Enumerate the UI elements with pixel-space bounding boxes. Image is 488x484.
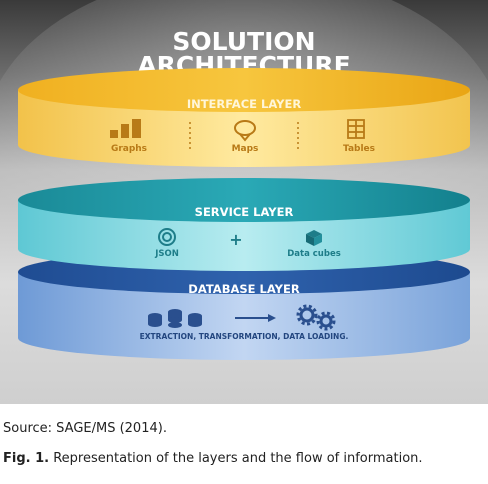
- database-layer-title: DATABASE LAYER: [188, 282, 300, 296]
- source-note: Source: SAGE/MS (2014).: [3, 421, 167, 436]
- diagram-title-line1: SOLUTION: [172, 27, 315, 56]
- map-pin-icon: [234, 120, 256, 142]
- bar-chart-icon: [110, 119, 141, 138]
- figure-label: Fig. 1.: [3, 451, 50, 466]
- interface-item-graphs: Graphs: [111, 144, 147, 154]
- table-icon: [347, 119, 365, 139]
- gears-icon: [296, 304, 336, 331]
- figure-caption-text: Representation of the layers and the flo…: [53, 451, 423, 466]
- service-layer: SERVICE LAYER JSON + Data cubes: [18, 178, 470, 271]
- arrow-right-icon: [235, 314, 276, 322]
- cube-icon: [306, 230, 322, 246]
- interface-item-maps: Maps: [232, 144, 259, 154]
- service-layer-title: SERVICE LAYER: [195, 205, 294, 219]
- service-item-data-cubes: Data cubes: [287, 249, 341, 259]
- figure-caption: Fig. 1. Representation of the layers and…: [3, 451, 423, 466]
- interface-layer: INTERFACE LAYER Graphs Maps Tables: [18, 68, 470, 167]
- database-flow-text: EXTRACTION, TRANSFORMATION, DATA LOADING…: [140, 332, 349, 341]
- database-icon: [148, 309, 202, 328]
- interface-item-tables: Tables: [343, 144, 375, 154]
- plus-connector: +: [229, 230, 242, 249]
- json-icon: [158, 228, 176, 246]
- architecture-diagram: SOLUTION ARCHITECTURE DATABASE LAYER: [0, 0, 488, 404]
- interface-layer-title: INTERFACE LAYER: [187, 97, 302, 111]
- service-item-json: JSON: [154, 249, 179, 259]
